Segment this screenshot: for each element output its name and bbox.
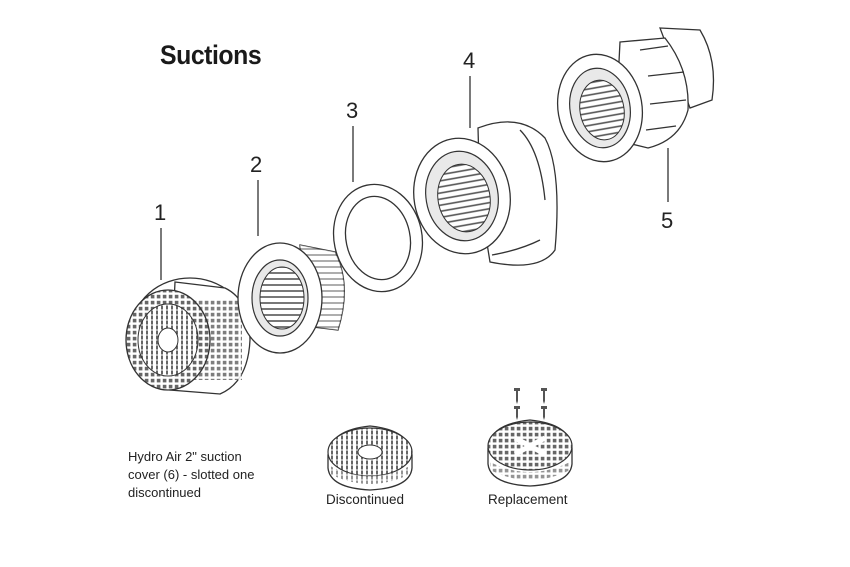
suction-cover-caption: Hydro Air 2" suction cover (6) - slotted… xyxy=(128,448,254,502)
replacement-label: Replacement xyxy=(488,492,568,507)
callout-4: 4 xyxy=(463,48,476,73)
callout-2: 2 xyxy=(250,152,263,177)
leader-lines xyxy=(160,76,669,280)
discontinued-cover-illustration xyxy=(327,425,413,491)
replacement-cover-illustration xyxy=(487,388,573,487)
elbow-fitting-part xyxy=(413,121,558,266)
wall-fitting-part xyxy=(237,242,345,354)
callout-3: 3 xyxy=(346,98,359,123)
callout-1: 1 xyxy=(154,200,167,225)
caption-line-1: Hydro Air 2" suction xyxy=(128,449,242,464)
screws xyxy=(514,388,547,420)
page-title: Suctions xyxy=(160,40,262,70)
gasket-ring-part xyxy=(332,183,424,293)
threaded-adapter-part xyxy=(556,27,715,163)
caption-line-3: discontinued xyxy=(128,485,201,500)
suction-cover-part xyxy=(125,277,251,395)
discontinued-label: Discontinued xyxy=(326,492,405,507)
callout-5: 5 xyxy=(661,208,674,233)
caption-line-2: cover (6) - slotted one xyxy=(128,467,255,482)
